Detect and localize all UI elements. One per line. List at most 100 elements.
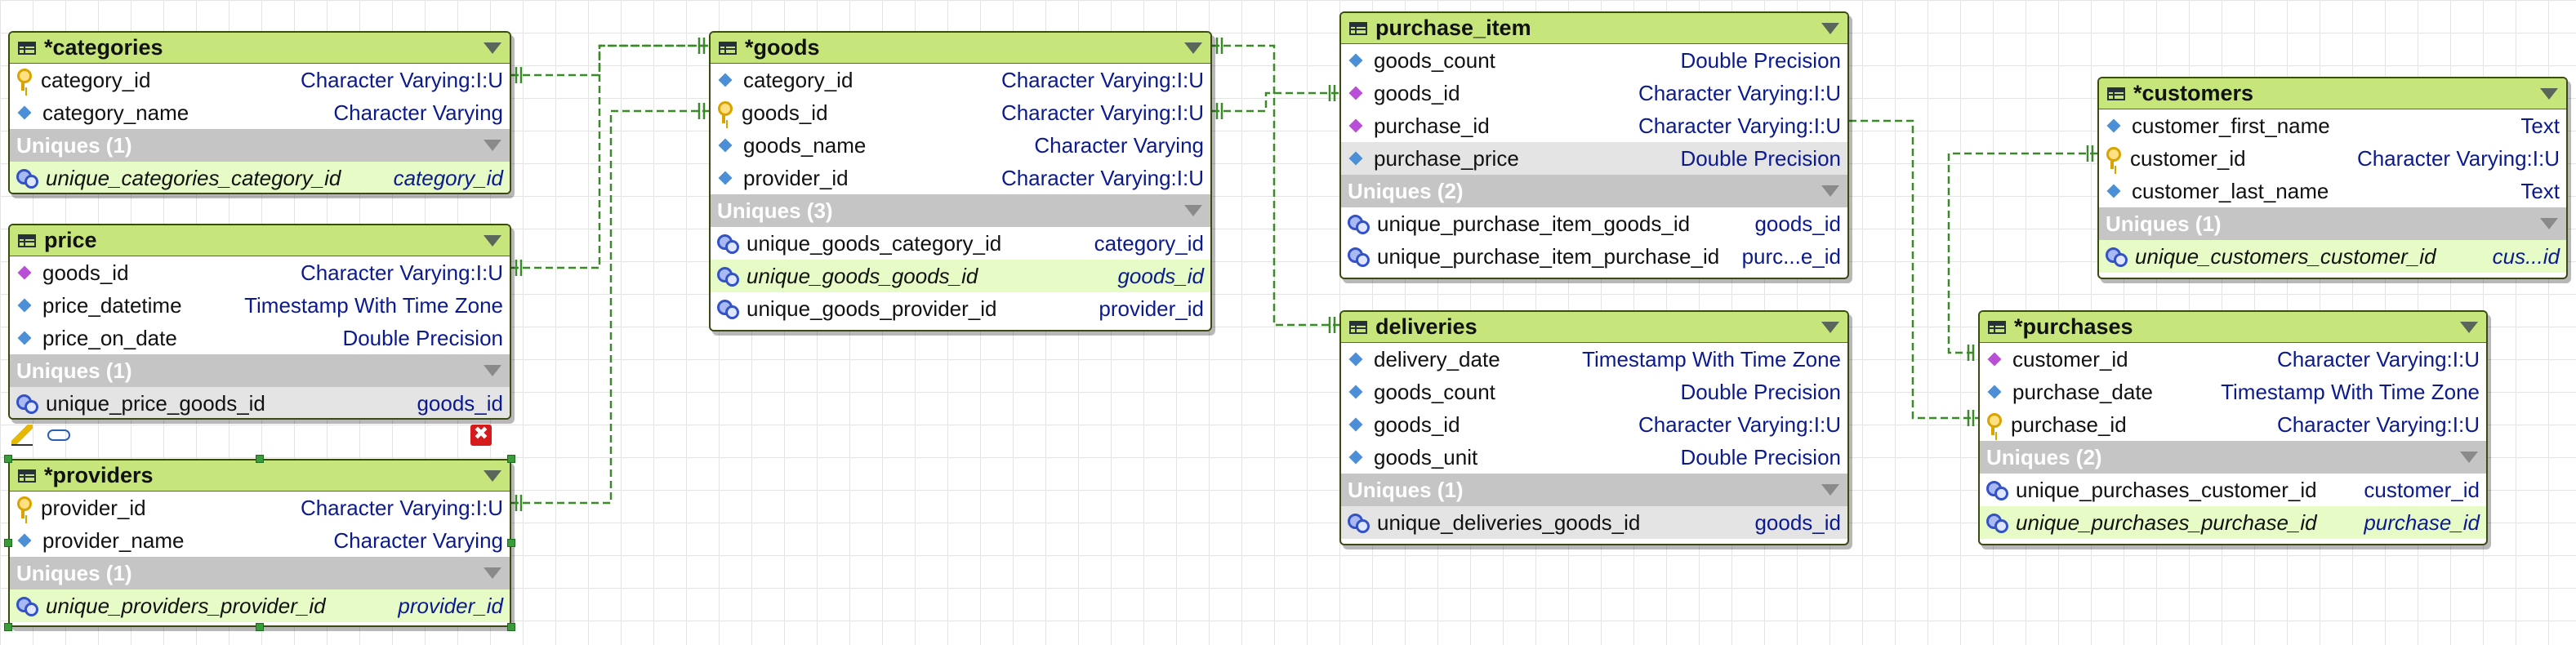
- uniques-section-header[interactable]: Uniques (2): [1341, 175, 1847, 207]
- entity-providers[interactable]: *providers provider_id Character Varying…: [8, 459, 511, 627]
- collapse-triangle-icon[interactable]: [484, 469, 501, 482]
- column-row[interactable]: goods_id Character Varying:I:U: [1341, 77, 1847, 109]
- unique-row[interactable]: unique_purchase_item_purchase_id purc...…: [1341, 240, 1847, 273]
- unique-row[interactable]: unique_customers_customer_id cus...id: [2099, 240, 2566, 273]
- column-row[interactable]: purchase_date Timestamp With Time Zone: [1980, 376, 2486, 408]
- collapse-triangle-icon[interactable]: [1821, 484, 1839, 496]
- entity-deliveries[interactable]: deliveries delivery_date Timestamp With …: [1339, 310, 1849, 545]
- column-row[interactable]: category_id Character Varying:I:U: [711, 64, 1210, 96]
- resize-handle[interactable]: [4, 455, 12, 463]
- entity-goods[interactable]: *goods category_id Character Varying:I:U…: [709, 31, 1212, 331]
- entity-header[interactable]: *customers: [2099, 78, 2566, 109]
- column-row[interactable]: purchase_id Character Varying:I:U: [1980, 408, 2486, 441]
- collapse-triangle-icon[interactable]: [484, 365, 501, 376]
- unique-row[interactable]: unique_goods_provider_id provider_id: [711, 292, 1210, 325]
- entity-price[interactable]: price goods_id Character Varying:I:U pri…: [8, 224, 511, 420]
- uniques-section-header[interactable]: Uniques (1): [2099, 207, 2566, 240]
- column-name: delivery_date: [1374, 346, 1500, 371]
- entity-header[interactable]: *categories: [10, 33, 510, 64]
- connector-price-goods: [511, 44, 709, 269]
- collapse-triangle-icon[interactable]: [1821, 185, 1839, 197]
- column-name: goods_id: [1374, 80, 1460, 105]
- unique-row[interactable]: unique_categories_category_id category_i…: [10, 162, 510, 193]
- unique-row[interactable]: unique_goods_goods_id goods_id: [711, 260, 1210, 292]
- link-icon[interactable]: [47, 429, 70, 441]
- entity-header[interactable]: *goods: [711, 33, 1210, 64]
- column-row[interactable]: delivery_date Timestamp With Time Zone: [1341, 343, 1847, 376]
- unique-row[interactable]: unique_providers_provider_id provider_id: [10, 589, 510, 622]
- column-row[interactable]: price_datetime Timestamp With Time Zone: [10, 289, 510, 322]
- column-row[interactable]: customer_first_name Text: [2099, 109, 2566, 142]
- resize-handle[interactable]: [256, 455, 264, 463]
- collapse-triangle-icon[interactable]: [2460, 321, 2478, 333]
- uniques-section-header[interactable]: Uniques (1): [10, 557, 510, 589]
- unique-row[interactable]: unique_goods_category_id category_id: [711, 227, 1210, 260]
- column-row[interactable]: purchase_id Character Varying:I:U: [1341, 109, 1847, 142]
- entity-header[interactable]: deliveries: [1341, 312, 1847, 343]
- unique-column: goods_id: [1754, 211, 1841, 236]
- collapse-triangle-icon[interactable]: [1184, 42, 1202, 54]
- column-row[interactable]: provider_id Character Varying:I:U: [10, 492, 510, 524]
- unique-column: purchase_id: [2364, 509, 2480, 535]
- column-row[interactable]: category_name Character Varying: [10, 96, 510, 129]
- column-row[interactable]: goods_name Character Varying: [711, 129, 1210, 162]
- column-name: purchase_price: [1374, 145, 1519, 171]
- uniques-section-header[interactable]: Uniques (3): [711, 194, 1210, 227]
- collapse-triangle-icon[interactable]: [484, 567, 501, 579]
- resize-handle[interactable]: [4, 539, 12, 547]
- column-row[interactable]: provider_id Character Varying:I:U: [711, 162, 1210, 194]
- connector-goods-purchase-item: [1212, 91, 1339, 113]
- uniques-section-header[interactable]: Uniques (2): [1980, 441, 2486, 474]
- collapse-triangle-icon[interactable]: [1821, 321, 1839, 333]
- entity-header[interactable]: price: [10, 225, 510, 256]
- unique-row[interactable]: unique_purchase_item_goods_id goods_id: [1341, 207, 1847, 240]
- entity-purchase-item[interactable]: purchase_item goods_count Double Precisi…: [1339, 11, 1849, 279]
- column-row[interactable]: provider_name Character Varying: [10, 524, 510, 557]
- delete-x-icon[interactable]: ✖: [470, 425, 492, 446]
- unique-row[interactable]: unique_purchases_customer_id customer_id: [1980, 474, 2486, 506]
- column-row[interactable]: goods_id Character Varying:I:U: [10, 256, 510, 289]
- resize-handle[interactable]: [507, 539, 515, 547]
- column-row[interactable]: goods_id Character Varying:I:U: [1341, 408, 1847, 441]
- column-row[interactable]: purchase_price Double Precision: [1341, 142, 1847, 175]
- collapse-triangle-icon[interactable]: [1821, 22, 1839, 34]
- resize-handle[interactable]: [4, 623, 12, 631]
- uniques-section-header[interactable]: Uniques (1): [10, 354, 510, 387]
- unique-row[interactable]: unique_price_goods_id goods_id: [10, 387, 510, 418]
- column-diamond-icon: [17, 533, 32, 548]
- uniques-section-header[interactable]: Uniques (1): [10, 129, 510, 162]
- collapse-triangle-icon[interactable]: [484, 234, 501, 247]
- column-row[interactable]: category_id Character Varying:I:U: [10, 64, 510, 96]
- column-row[interactable]: goods_count Double Precision: [1341, 44, 1847, 77]
- collapse-triangle-icon[interactable]: [2540, 218, 2558, 229]
- column-row[interactable]: customer_id Character Varying:I:U: [1980, 343, 2486, 376]
- column-row[interactable]: customer_last_name Text: [2099, 175, 2566, 207]
- column-row[interactable]: goods_count Double Precision: [1341, 376, 1847, 408]
- entity-customers[interactable]: *customers customer_first_name Text cust…: [2097, 77, 2568, 279]
- pencil-icon[interactable]: [11, 425, 33, 446]
- unique-row[interactable]: unique_purchases_purchase_id purchase_id: [1980, 506, 2486, 539]
- collapse-triangle-icon[interactable]: [2460, 452, 2478, 463]
- entity-header[interactable]: *purchases: [1980, 312, 2486, 343]
- column-type: Double Precision: [342, 325, 503, 350]
- entity-purchases[interactable]: *purchases customer_id Character Varying…: [1978, 310, 2488, 545]
- resize-handle[interactable]: [507, 623, 515, 631]
- collapse-triangle-icon[interactable]: [2540, 87, 2558, 100]
- collapse-triangle-icon[interactable]: [1184, 205, 1202, 216]
- column-row[interactable]: price_on_date Double Precision: [10, 322, 510, 354]
- entity-header[interactable]: purchase_item: [1341, 13, 1847, 44]
- key-icon: [2106, 147, 2121, 170]
- entity-header[interactable]: *providers: [10, 460, 510, 492]
- unique-row[interactable]: unique_deliveries_goods_id goods_id: [1341, 506, 1847, 539]
- column-row[interactable]: customer_id Character Varying:I:U: [2099, 142, 2566, 175]
- collapse-triangle-icon[interactable]: [484, 140, 501, 151]
- entity-categories[interactable]: *categories category_id Character Varyin…: [8, 31, 511, 194]
- resize-handle[interactable]: [256, 623, 264, 631]
- uniques-section-header[interactable]: Uniques (1): [1341, 474, 1847, 506]
- collapse-triangle-icon[interactable]: [484, 42, 501, 54]
- column-row[interactable]: goods_id Character Varying:I:U: [711, 96, 1210, 129]
- column-row[interactable]: goods_unit Double Precision: [1341, 441, 1847, 474]
- resize-handle[interactable]: [507, 455, 515, 463]
- column-type: Text: [2520, 113, 2560, 138]
